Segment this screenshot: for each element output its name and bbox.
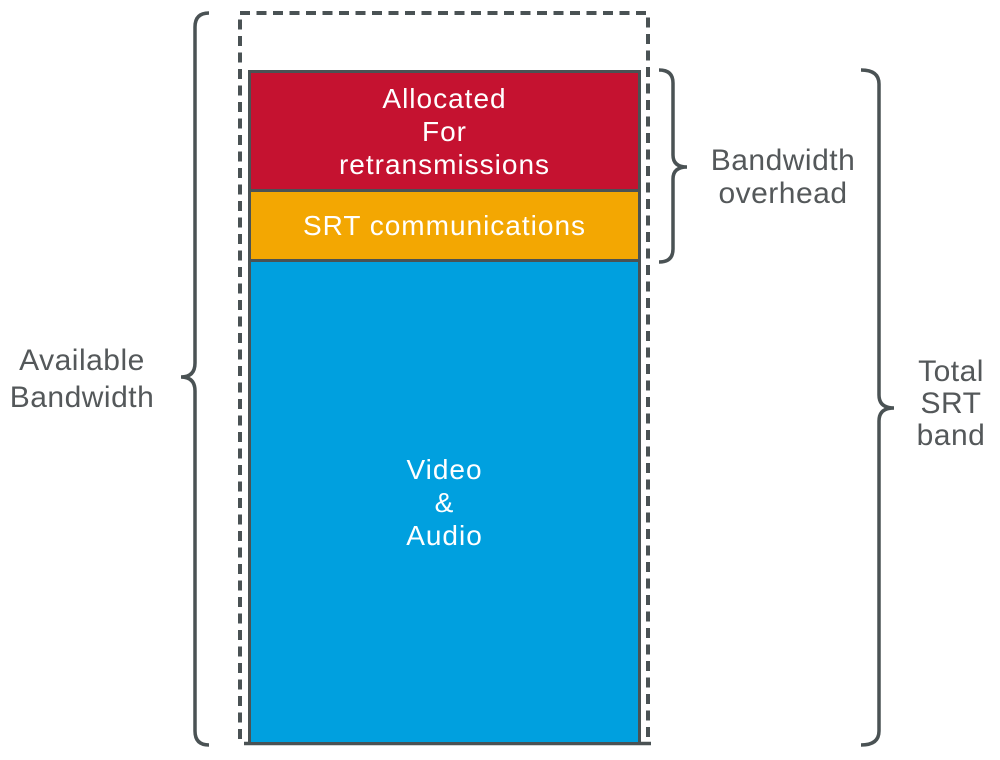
available-bandwidth-label: Available Bandwidth bbox=[0, 342, 164, 416]
retransmissions-label-line3: retransmissions bbox=[338, 148, 551, 180]
video-audio-block: Video & Audio bbox=[248, 259, 641, 745]
video-audio-label-line1: Video bbox=[406, 453, 483, 485]
bandwidth-overhead-label-line2: overhead bbox=[718, 177, 848, 210]
srt-communications-label: SRT communications bbox=[302, 210, 587, 241]
retransmissions-block: Allocated For retransmissions bbox=[248, 70, 641, 192]
available-bandwidth-label-line2: Bandwidth bbox=[9, 381, 155, 414]
srt-communications-block: SRT communications bbox=[248, 189, 641, 262]
total-srt-band-label-line2: SRT bbox=[920, 387, 982, 420]
retransmissions-label-line1: Allocated bbox=[382, 82, 507, 114]
available-bandwidth-label-line1: Available bbox=[19, 344, 145, 377]
video-audio-label-line2: & bbox=[434, 486, 455, 518]
total-srt-band-label-line3: band bbox=[916, 419, 986, 452]
bandwidth-overhead-brace bbox=[658, 68, 688, 264]
video-audio-label-line3: Audio bbox=[406, 519, 483, 551]
retransmissions-label-line2: For bbox=[422, 115, 467, 147]
bandwidth-column: Allocated For retransmissions SRT commun… bbox=[248, 70, 641, 745]
available-bandwidth-dashed-box bbox=[238, 11, 650, 739]
bandwidth-overhead-label-line1: Bandwidth bbox=[710, 144, 856, 177]
available-bandwidth-brace bbox=[180, 11, 210, 747]
total-srt-band-label: Total SRT band bbox=[901, 356, 1000, 452]
total-srt-band-label-line1: Total bbox=[918, 355, 984, 388]
total-srt-band-brace bbox=[860, 68, 895, 747]
bandwidth-overhead-label: Bandwidth overhead bbox=[702, 144, 864, 210]
